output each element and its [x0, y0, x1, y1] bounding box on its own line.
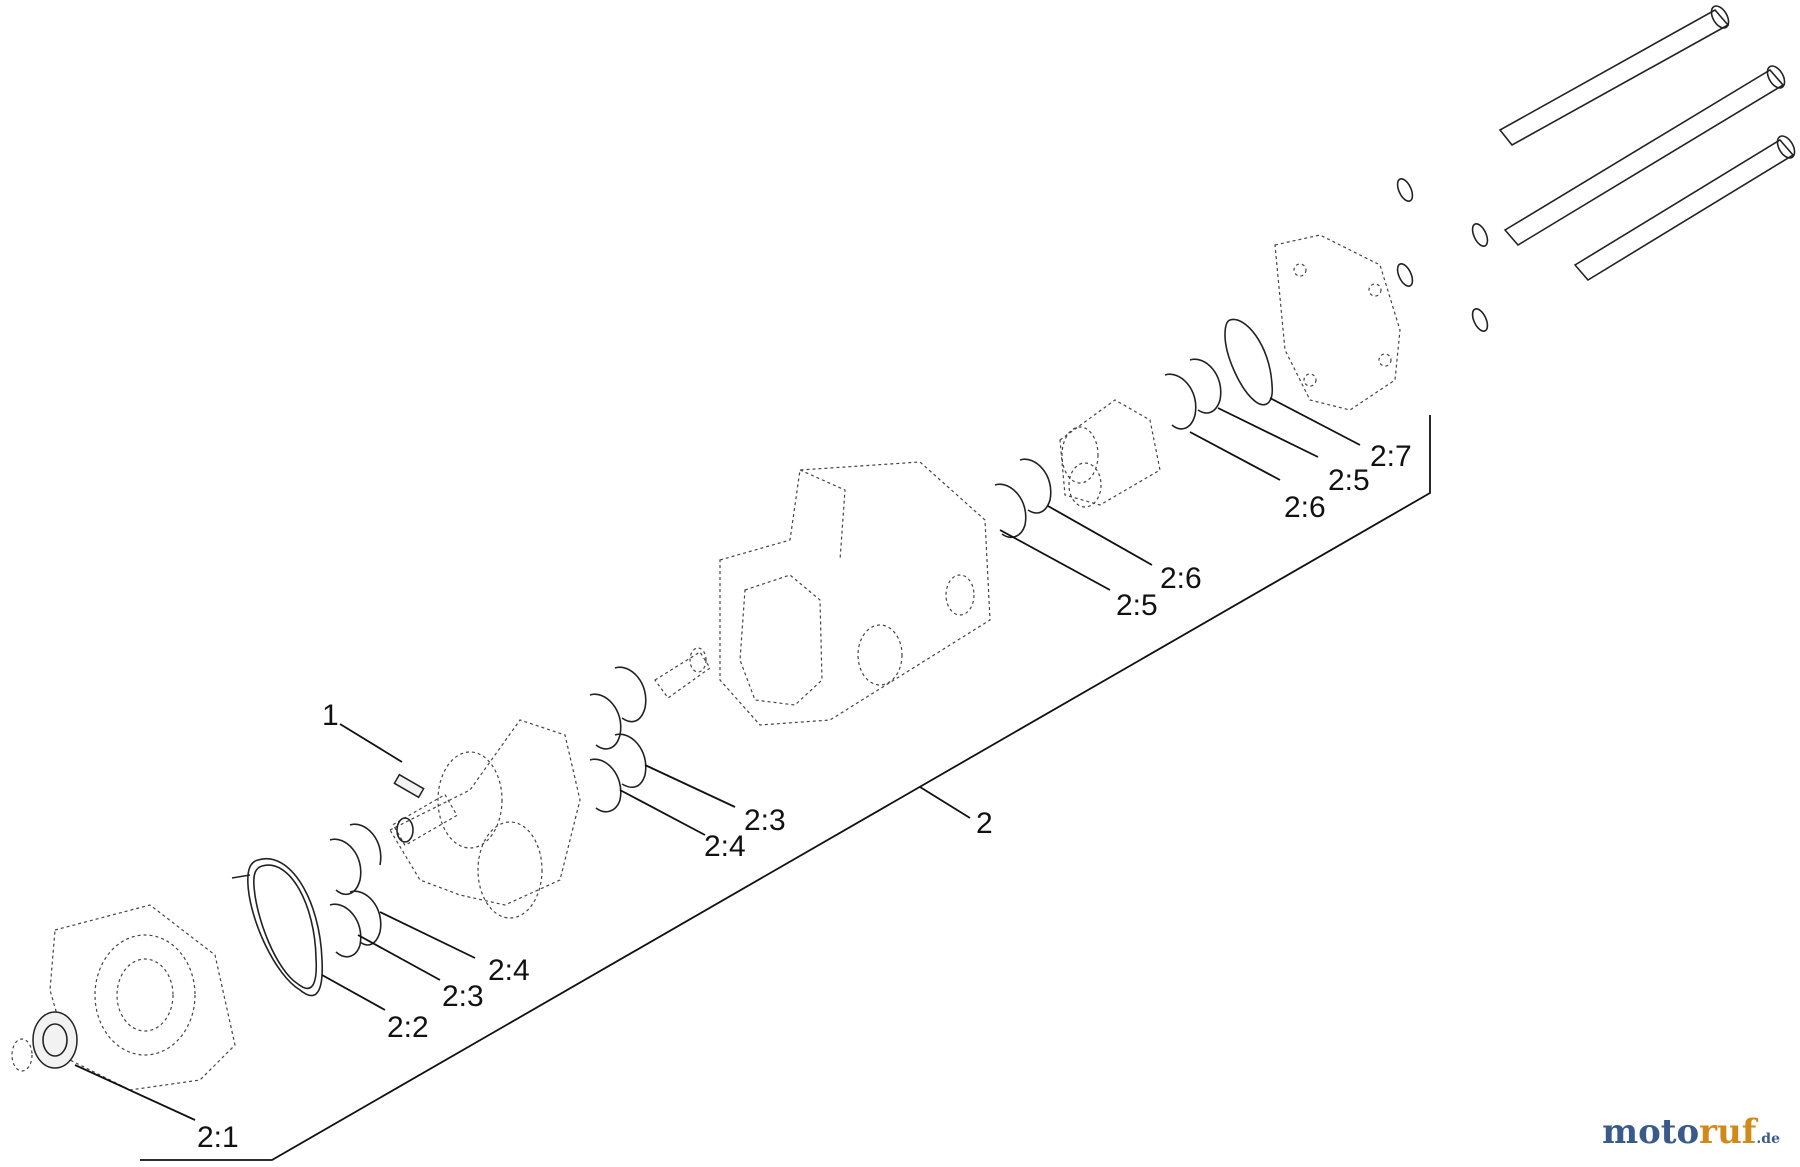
callout-2-2: 2:2: [387, 1011, 429, 1044]
callout-2-1: 2:1: [197, 1121, 239, 1154]
callout-labels: 1 2 2:1 2:2 2:3 2:4 2:4 2:3 2:5 2:6 2:6 …: [197, 440, 1412, 1154]
driven-shaft-part: [654, 647, 711, 699]
callout-2-5-middle: 2:5: [1116, 589, 1158, 622]
assembly-bracket: [140, 415, 1431, 1161]
callout-2-4-middle: 2:4: [704, 830, 746, 863]
callout-2-6-right: 2:6: [1284, 491, 1326, 524]
callout-2-5-right: 2:5: [1328, 464, 1370, 497]
rear-cover-part: [1274, 234, 1401, 411]
seal-rings-right-middle: [994, 458, 1052, 539]
callout-2-3-left: 2:3: [442, 980, 484, 1013]
callout-2-6-middle: 2:6: [1160, 562, 1202, 595]
washers-part: [1396, 178, 1489, 332]
pump-body-part: [719, 461, 991, 726]
small-gear-part: [1059, 399, 1161, 508]
o-ring-part-2-7: [1224, 318, 1274, 406]
front-cover-part: [11, 904, 236, 1091]
callout-2-7: 2:7: [1370, 440, 1412, 473]
callout-2-4-left: 2:4: [488, 954, 530, 987]
o-ring-part-2-2: [231, 857, 323, 997]
callout-1: 1: [322, 699, 339, 732]
motoruf-watermark-logo: motoruf.de: [1602, 1112, 1780, 1152]
seal-rings-left: [329, 823, 382, 958]
callout-2: 2: [976, 807, 993, 840]
seal-rings-middle: [589, 666, 647, 813]
seal-rings-right: [1164, 358, 1222, 430]
bolts-part: [1498, 5, 1796, 282]
callout-2-3-middle: 2:3: [744, 804, 786, 837]
leader-lines: [74, 397, 1361, 1121]
drive-gear-part: [389, 719, 581, 919]
